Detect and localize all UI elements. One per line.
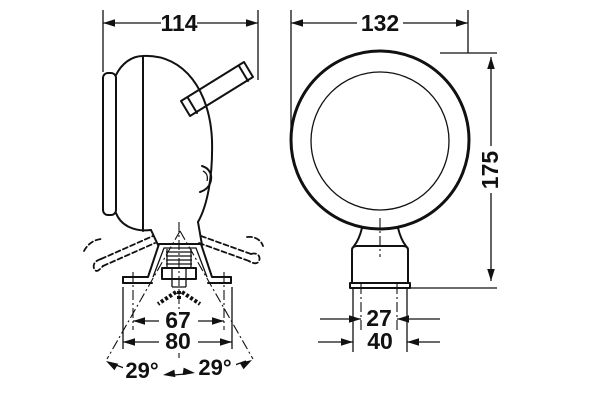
retainer-wire-right-2: [198, 242, 250, 262]
text-masks: [123, 11, 502, 382]
dim-swivel-angle-left: 29°: [125, 358, 158, 383]
hex-nut: [161, 267, 197, 280]
washer-stack: [166, 251, 192, 265]
retainer-arc-right: [246, 235, 264, 247]
lamp-ring-outer: [289, 49, 471, 231]
arrow-132-right: [456, 19, 468, 27]
arrow-27-left: [349, 315, 361, 323]
dim-swivel-angle-right: 29°: [198, 355, 231, 380]
arrow-114-right: [246, 19, 258, 27]
arrow-175-bottom: [487, 269, 495, 281]
lens-rim: [102, 72, 117, 216]
front-neck-right: [397, 227, 407, 247]
arrow-132-left: [291, 19, 303, 27]
retainer-wire-left-2: [102, 242, 156, 267]
front-neck-left: [353, 227, 363, 247]
bracket-inner: [152, 247, 208, 278]
bracket-outer: [122, 243, 232, 278]
dim-base-width: 40: [367, 328, 393, 354]
arrow-80-right: [220, 338, 232, 346]
handle-end-cap: [238, 65, 249, 82]
dim-hole-spacing: 67: [165, 307, 191, 333]
swivel-line-right: [179, 230, 254, 360]
arrow-29-outer-left: [104, 357, 119, 371]
side-clip: [199, 165, 213, 193]
neck-right: [197, 221, 203, 246]
wing-prong-right: [180, 290, 202, 306]
arrow-80-left: [123, 338, 135, 346]
side-view: [83, 54, 264, 360]
arrow-114-left: [103, 19, 115, 27]
arrow-67-left: [133, 317, 145, 325]
arrow-40-right: [407, 338, 419, 346]
front-base-lip: [349, 282, 411, 289]
retainer-arc-left: [83, 238, 103, 252]
dim-base-hole-spacing: 27: [366, 305, 392, 331]
wing-prong-left: [156, 290, 178, 306]
handle: [180, 61, 254, 117]
bracket-feet-ends: [122, 276, 232, 284]
retainer-hook-right: [248, 252, 261, 265]
housing-bottom: [115, 212, 152, 232]
retainer-wire-left-1: [100, 235, 154, 260]
retainer-hook-left: [92, 258, 104, 272]
arrow-40-left: [341, 338, 353, 346]
front-base: [351, 245, 409, 284]
handle-base-line: [187, 97, 198, 114]
neck-left: [150, 229, 159, 246]
bolt-lower-stem: [171, 279, 187, 288]
side-clip-inner: [202, 170, 209, 182]
lamp-housing: [115, 54, 214, 223]
arrow-67-right: [212, 317, 224, 325]
hex-nut-facets: [171, 268, 187, 279]
dimension-labels: 114 132 175 67 80 29° 29° 27 40: [125, 10, 503, 383]
arrow-175-top: [487, 57, 495, 69]
dim-bracket-width: 80: [165, 328, 191, 354]
dim-overall-width: 132: [361, 10, 399, 36]
front-view: [289, 49, 471, 332]
dim-overall-depth: 114: [160, 10, 197, 36]
lamp-lens-inner: [310, 71, 450, 211]
arrow-29-inner-right: [182, 367, 196, 377]
dim-overall-height: 175: [477, 151, 503, 190]
arrow-29-inner-left: [162, 369, 176, 379]
retainer-wire-right-1: [200, 235, 252, 255]
arrow-27-right: [397, 315, 409, 323]
